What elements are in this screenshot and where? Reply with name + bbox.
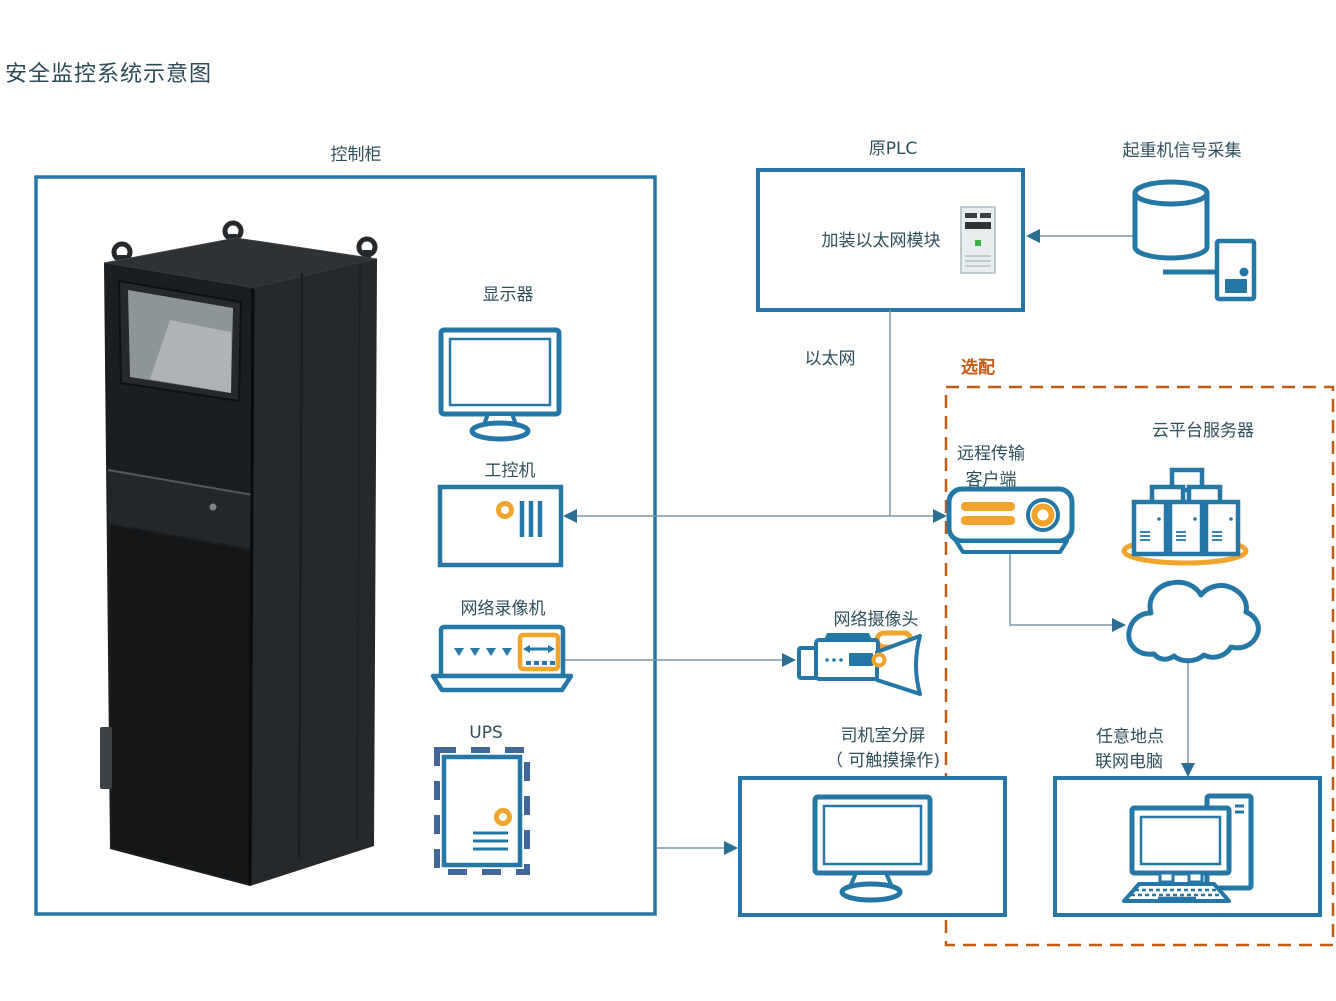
- label-remote-client-line1: 远程传输: [957, 444, 1025, 464]
- monitor-icon: [438, 327, 562, 442]
- ipc-icon: [437, 484, 564, 568]
- nvr-icon: [430, 624, 574, 693]
- projector-icon: [946, 486, 1075, 554]
- label-ethernet: 以太网: [804, 349, 856, 369]
- label-remote-client-line2: 客户端: [965, 470, 1017, 490]
- optional-dashed-box: [944, 385, 1335, 947]
- label-plc-content: 加装以太网模块: [821, 231, 941, 251]
- label-cloud-server: 云平台服务器: [1152, 421, 1254, 441]
- camera-icon: [797, 630, 922, 696]
- page-title: 安全监控系统示意图: [5, 62, 213, 87]
- connector-db-to-plc: [1026, 229, 1136, 243]
- label-anywhere-pc-line1: 任意地点: [1096, 727, 1164, 747]
- connector-projector-to-cloud: [1009, 552, 1126, 632]
- signal-card-icon: [1163, 238, 1257, 302]
- label-cab-screen-line1: 司机室分屏: [840, 726, 926, 746]
- arrowhead: [933, 509, 947, 523]
- label-crane-signal: 起重机信号采集: [1122, 141, 1242, 161]
- label-display: 显示器: [482, 285, 534, 305]
- connector-ipc-projector: [563, 509, 947, 523]
- label-ups: UPS: [469, 723, 503, 743]
- server-cluster-icon: [1121, 467, 1249, 566]
- desktop-computer-icon: [1122, 793, 1254, 903]
- connector-nvr-to-camera: [565, 653, 796, 667]
- cabinet-3d-image: [100, 220, 378, 886]
- connector-cloud-to-pc: [1181, 658, 1195, 777]
- ups-icon: [434, 747, 530, 875]
- arrowhead: [563, 509, 577, 523]
- label-control-cabinet: 控制柜: [330, 145, 382, 165]
- arrowhead: [1112, 618, 1126, 632]
- connector-cabinet-to-cabscreen: [656, 841, 738, 855]
- label-anywhere-pc-line2: 联网电脑: [1095, 752, 1163, 772]
- label-cab-screen-line2: （ 可触摸操作): [825, 751, 941, 771]
- label-plc-title: 原PLC: [868, 139, 918, 159]
- label-ipc: 工控机: [484, 461, 536, 481]
- arrowhead: [724, 841, 738, 855]
- label-optional: 选配: [961, 358, 995, 378]
- label-ip-camera: 网络摄像头: [833, 610, 919, 630]
- cloud-icon: [1126, 579, 1261, 664]
- control-cabinet-box: [34, 175, 657, 916]
- arrowhead: [1026, 229, 1040, 243]
- arrowhead: [782, 653, 796, 667]
- label-nvr: 网络录像机: [460, 599, 546, 619]
- arrowhead: [1181, 763, 1195, 777]
- cab-screen-monitor-icon: [812, 794, 933, 903]
- plc-server-icon: [960, 206, 996, 274]
- database-icon: [1132, 179, 1210, 261]
